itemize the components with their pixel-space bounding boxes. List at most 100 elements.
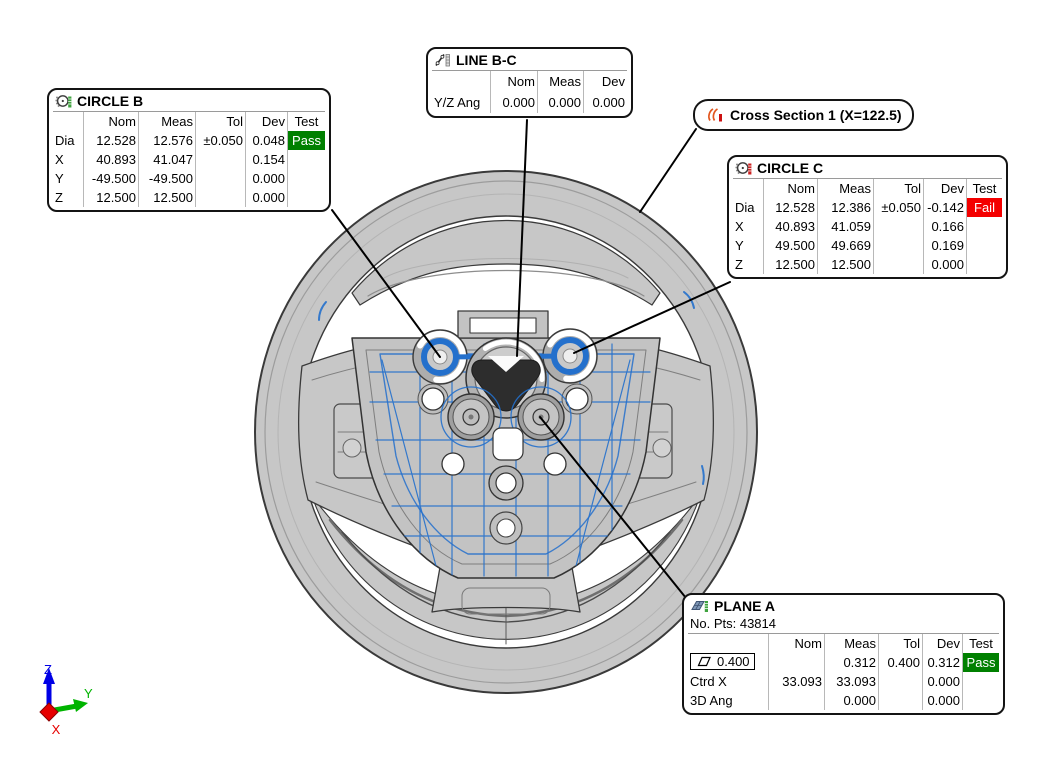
col-header: Meas	[824, 634, 878, 653]
cell-nom: 33.093	[768, 672, 824, 691]
callout-title-text: CIRCLE B	[77, 93, 144, 109]
cell-dev: 0.154	[245, 150, 287, 169]
cross-section-label: Cross Section 1 (X=122.5)	[730, 107, 902, 123]
callout-title-text: LINE B-C	[456, 52, 517, 68]
circle-feature-icon	[735, 160, 752, 176]
cell-meas: 0.000	[537, 92, 583, 113]
row-label: Y	[735, 238, 744, 253]
callout-plane-a[interactable]: PLANE A No. Pts: 43814 Nom Meas Tol Dev …	[682, 593, 1005, 715]
callout-title-text: PLANE A	[714, 598, 775, 614]
cell-dev: 0.166	[923, 217, 966, 236]
cell-meas: 49.669	[817, 236, 873, 255]
measurement-table: Nom Meas Tol Dev Test Dia 12.528 12.576 …	[53, 111, 325, 207]
flatness-control-frame: 0.400	[688, 653, 768, 672]
col-header: Tol	[873, 179, 923, 198]
row-label: Dia	[735, 200, 755, 215]
status-badge: Fail	[966, 198, 1002, 217]
cell-tol: ±0.050	[195, 131, 245, 150]
cell-test	[966, 217, 1002, 236]
row-label: Z	[735, 257, 743, 272]
cell-test	[966, 236, 1002, 255]
cell-nom: 12.528	[83, 131, 138, 150]
cell-nom: 12.500	[83, 188, 138, 207]
cell-dev: 0.312	[922, 653, 962, 672]
cell-meas: 12.576	[138, 131, 195, 150]
cell-tol: ±0.050	[873, 198, 923, 217]
cell-nom	[768, 653, 824, 672]
cell-nom: 40.893	[763, 217, 817, 236]
cell-meas: 0.312	[824, 653, 878, 672]
callout-line-bc[interactable]: LINE B-C Nom Meas Dev Y/Z Ang 0.000 0.00…	[426, 47, 633, 118]
cell-tol: 0.400	[878, 653, 922, 672]
flatness-symbol-icon	[697, 656, 711, 667]
steering-wheel-model	[254, 170, 758, 694]
row-label: Z	[55, 190, 63, 205]
callout-cross-section[interactable]: Cross Section 1 (X=122.5)	[693, 99, 914, 131]
col-header: Dev	[922, 634, 962, 653]
cell-tol	[195, 169, 245, 188]
row-label: 3D Ang	[690, 693, 733, 708]
cell-dev: 0.000	[245, 188, 287, 207]
row-label: X	[55, 152, 64, 167]
line-feature-icon	[434, 52, 451, 68]
col-header: Tol	[195, 112, 245, 131]
cell-tol	[878, 691, 922, 710]
cell-dev: 0.000	[922, 691, 962, 710]
status-badge: Pass	[962, 653, 999, 672]
row-label: Dia	[55, 133, 75, 148]
leader-line-line-bc	[516, 119, 528, 357]
cell-dev: 0.169	[923, 236, 966, 255]
callout-title: CIRCLE B	[53, 92, 325, 111]
y-axis-arrow	[73, 699, 88, 712]
cell-test	[287, 150, 325, 169]
col-header: Nom	[490, 71, 537, 92]
col-header: Nom	[763, 179, 817, 198]
circle-feature-icon	[55, 93, 72, 109]
cell-meas: 41.059	[817, 217, 873, 236]
cell-test	[966, 255, 1002, 274]
col-header: Test	[287, 112, 325, 131]
cell-meas: 12.386	[817, 198, 873, 217]
x-axis-marker	[39, 702, 59, 722]
cell-tol	[873, 217, 923, 236]
cell-nom: 49.500	[763, 236, 817, 255]
cell-tol	[873, 255, 923, 274]
measurement-table: Nom Meas Dev Y/Z Ang 0.000 0.000 0.000	[432, 70, 627, 113]
axis-triad[interactable]: Z Y X	[39, 662, 93, 737]
col-header: Dev	[245, 112, 287, 131]
callout-title: PLANE A	[688, 597, 999, 616]
col-header: Meas	[537, 71, 583, 92]
callout-title-text: CIRCLE C	[757, 160, 824, 176]
cell-meas: 41.047	[138, 150, 195, 169]
leader-line-circle-b	[331, 209, 441, 358]
cell-nom: 40.893	[83, 150, 138, 169]
flatness-tolerance: 0.400	[717, 654, 750, 669]
y-axis-label: Y	[84, 686, 93, 701]
callout-title: LINE B-C	[432, 51, 627, 70]
cell-meas: 33.093	[824, 672, 878, 691]
z-axis-label: Z	[44, 662, 52, 677]
callout-title: CIRCLE C	[733, 159, 1002, 178]
cell-meas: 12.500	[817, 255, 873, 274]
row-label: Ctrd X	[690, 674, 727, 689]
cell-test	[287, 188, 325, 207]
cell-tol	[195, 188, 245, 207]
cell-test	[962, 691, 999, 710]
cell-tol	[873, 236, 923, 255]
cell-dev: 0.000	[583, 92, 627, 113]
col-header: Tol	[878, 634, 922, 653]
status-badge: Pass	[287, 131, 325, 150]
cell-meas: -49.500	[138, 169, 195, 188]
cell-nom: 12.500	[763, 255, 817, 274]
col-header: Test	[962, 634, 999, 653]
cell-meas: 0.000	[824, 691, 878, 710]
z-axis-arrow	[43, 668, 55, 684]
x-axis-label: X	[52, 722, 61, 737]
callout-circle-b[interactable]: CIRCLE B Nom Meas Tol Dev Test Dia 12.52…	[47, 88, 331, 212]
cell-test	[287, 169, 325, 188]
col-header: Nom	[768, 634, 824, 653]
callout-circle-c[interactable]: CIRCLE C Nom Meas Tol Dev Test Dia 12.52…	[727, 155, 1008, 279]
cell-nom: 12.528	[763, 198, 817, 217]
col-header: Test	[966, 179, 1002, 198]
